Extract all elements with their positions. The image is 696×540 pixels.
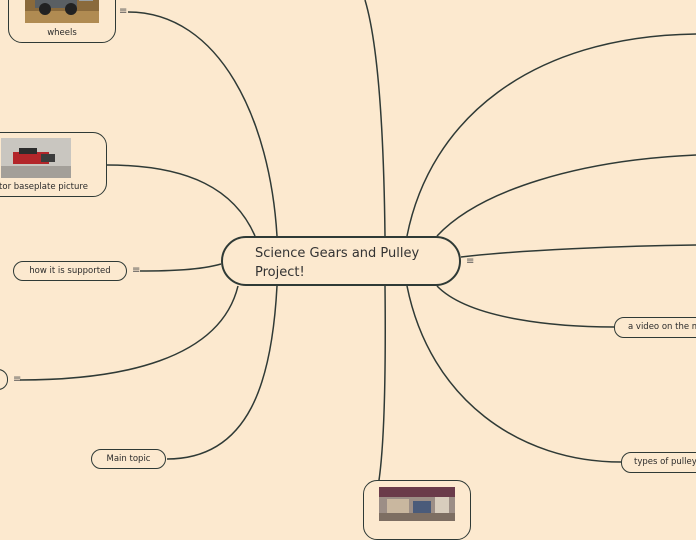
topic-main-topic[interactable]: Main topic — [91, 449, 166, 469]
topic-how-supported[interactable]: how it is supported — [13, 261, 127, 281]
wheels-image — [25, 0, 99, 23]
link-right-2 — [436, 154, 696, 237]
link-top — [364, 0, 386, 237]
topic-bottom-image[interactable] — [363, 480, 471, 540]
connector-lines — [19, 0, 696, 520]
link-left-partial — [19, 285, 239, 381]
link-right-3 — [460, 244, 696, 258]
topic-video[interactable]: a video on the m — [614, 317, 696, 338]
topic-wheels[interactable]: wheels — [8, 0, 116, 43]
link-video — [436, 285, 615, 328]
notes-icon[interactable]: ≡ — [466, 256, 475, 267]
notes-icon[interactable]: ≡ — [119, 6, 128, 17]
central-topic[interactable]: Science Gears and Pulley Project! — [221, 236, 461, 286]
link-motor-baseplate — [106, 164, 256, 237]
link-main-topic — [166, 285, 278, 460]
notes-icon[interactable]: ≡ — [132, 265, 141, 276]
notes-icon[interactable]: ≡ — [13, 374, 22, 385]
link-right-1 — [406, 33, 696, 237]
link-wheels — [127, 11, 278, 237]
motor-baseplate-image — [1, 138, 71, 178]
link-types-pulleys — [406, 285, 622, 463]
project-photo-image — [379, 487, 455, 521]
topic-types-pulleys[interactable]: types of pulley — [621, 452, 696, 473]
motor-baseplate-label: tor baseplate picture — [0, 182, 88, 192]
central-topic-title: Science Gears and Pulley Project! — [255, 246, 420, 280]
link-how-supported — [139, 263, 222, 272]
wheels-label: wheels — [47, 28, 77, 38]
topic-motor-baseplate[interactable]: tor baseplate picture — [0, 132, 107, 197]
